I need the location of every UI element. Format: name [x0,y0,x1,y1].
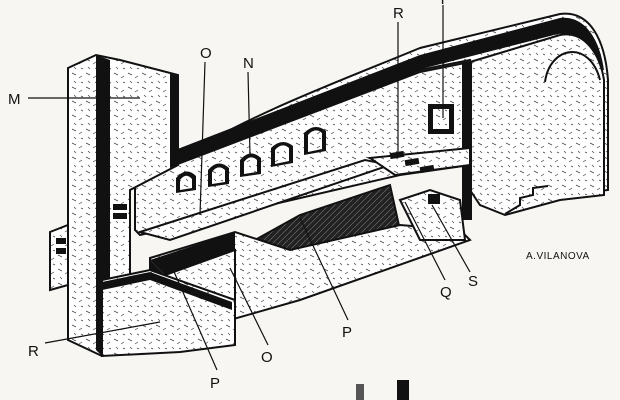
floor-openings [389,150,435,174]
buttress-bricks [56,204,127,254]
step-block [398,188,467,241]
right-stairs [504,185,549,215]
label-o-bottom: O [261,349,273,366]
label-r-bottom: R [28,343,39,360]
artist-signature: A.VILANOVA [526,251,590,262]
label-r-top: R [393,5,404,22]
roof-band [175,17,604,166]
left-buttress [49,223,69,292]
divider-wall [462,62,472,220]
label-q: Q [440,284,452,301]
label-o-top: O [200,45,212,62]
label-p-center: P [342,324,352,341]
right-chamber [469,33,605,217]
label-s: S [468,273,478,290]
label-n: N [243,55,254,72]
tower-right-edge [170,73,178,168]
right-arch [544,51,601,83]
ledge-top-band [367,146,471,177]
label-t: T [438,0,447,8]
step-opening [428,194,440,204]
bottom-mark-2 [397,380,409,400]
leader-lines [28,5,471,371]
label-m: M [8,91,21,108]
label-p-left: P [210,375,220,392]
window-row [176,126,326,193]
base-top-edge [102,272,232,310]
bottom-mark-1 [356,384,364,400]
